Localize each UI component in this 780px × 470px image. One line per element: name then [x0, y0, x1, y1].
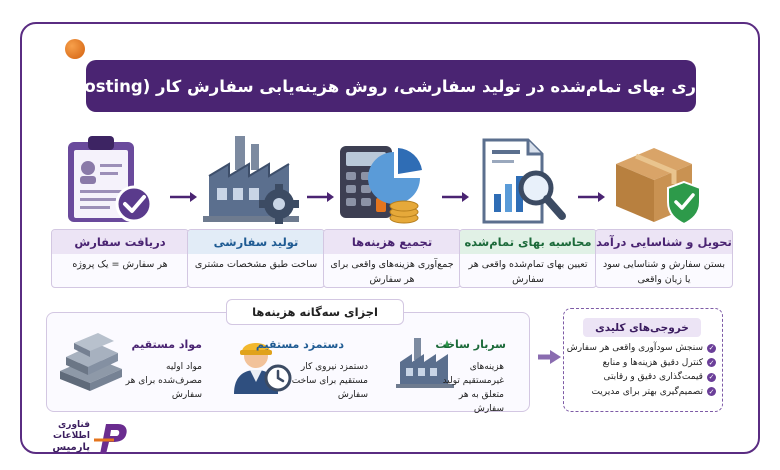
- cost-components-title: اجزای سه‌گانه هزینه‌ها: [226, 299, 404, 325]
- check-bullet-icon: ✓: [707, 358, 716, 368]
- step-description: تعیین بهای تمام‌شده واقعی هر سفارش: [468, 259, 588, 285]
- step-card-delivery-revenue: تحویل و شناسایی درآمد بستن سفارش و شناسا…: [595, 229, 733, 288]
- step-description: بستن سفارش و شناسایی سود یا زیان واقعی: [603, 259, 725, 285]
- list-item: ✓ کنترل دقیق هزینه‌ها و منابع: [570, 356, 716, 371]
- step-title: تجمیع هزینه‌ها: [324, 230, 460, 254]
- list-item: ✓ قیمت‌گذاری دقیق و رقابتی: [570, 370, 716, 385]
- brand-line-3: پارمیس: [52, 442, 90, 453]
- page-title-text: حسابداری بهای تمام‌شده در تولید سفارشی، …: [29, 76, 753, 96]
- box-shield-icon: [616, 148, 701, 226]
- brand-logo: فناوری اطلاعات پارمیس: [34, 418, 134, 458]
- arrow-right-icon: [442, 192, 469, 202]
- list-item: ✓ تصمیم‌گیری بهتر برای مدیریت: [570, 385, 716, 400]
- component-direct-materials-desc: مواد اولیه مصرف‌شده برای هر سفارش: [125, 362, 202, 400]
- brand-mark-icon: [94, 424, 127, 454]
- report-magnifier-icon: [482, 138, 566, 224]
- steel-beams-icon: [60, 333, 122, 391]
- step-title: دریافت سفارش: [52, 230, 188, 254]
- cost-components-panel: [46, 312, 530, 412]
- key-outputs-title: خروجی‌های کلیدی: [583, 318, 701, 337]
- component-direct-materials-title: مواد مستقیم: [131, 338, 202, 351]
- step-card-receive-order: دریافت سفارش هر سفارش = یک پروژه: [51, 229, 189, 288]
- list-item-text: قیمت‌گذاری دقیق و رقابتی: [603, 372, 703, 383]
- factory-gear-icon: [203, 136, 299, 224]
- list-item-text: سنجش سودآوری واقعی هر سفارش: [566, 343, 703, 354]
- step-card-custom-production: تولید سفارشی ساخت طبق مشخصات مشتری: [187, 229, 325, 288]
- factory-icon: [396, 338, 454, 388]
- worker-clock-icon: [234, 343, 292, 394]
- clipboard-check-icon: [68, 136, 153, 223]
- arrow-right-icon: [170, 192, 197, 202]
- list-item: ✓ سنجش سودآوری واقعی هر سفارش: [566, 341, 716, 356]
- component-direct-labor-title: دستمزد مستقیم: [255, 338, 344, 351]
- list-item-text: تصمیم‌گیری بهتر برای مدیریت: [591, 386, 703, 397]
- key-outputs-list: ✓ سنجش سودآوری واقعی هر سفارش ✓ کنترل دقیق…: [566, 341, 716, 400]
- component-direct-labor-desc: دستمزد نیروی کار مستقیم برای ساخت سفارش: [291, 362, 368, 400]
- brand-line-2: اطلاعات: [53, 431, 90, 441]
- component-overhead-title: سربار ساخت: [435, 338, 506, 351]
- step-description: جمع‌آوری هزینه‌های واقعی برای هر سفارش: [330, 259, 454, 285]
- arrow-right-icon: [538, 350, 561, 364]
- step-card-cost-accumulation: تجمیع هزینه‌ها جمع‌آوری هزینه‌های واقعی …: [323, 229, 461, 288]
- page-title: حسابداری بهای تمام‌شده در تولید سفارشی، …: [30, 60, 752, 112]
- step-card-cost-calculation: محاسبه بهای تمام‌شده تعیین بهای تمام‌شده…: [459, 229, 597, 288]
- component-overhead-desc: هزینه‌های غیرمستقیم تولید متعلق به هر سف…: [442, 362, 504, 414]
- check-bullet-icon: ✓: [707, 372, 716, 382]
- orange-dot-icon: [65, 39, 85, 59]
- step-title: محاسبه بهای تمام‌شده: [460, 230, 596, 254]
- arrow-right-icon: [307, 192, 334, 202]
- calculator-coins-icon: [340, 146, 422, 224]
- step-description: ساخت طبق مشخصات مشتری: [194, 259, 318, 270]
- check-bullet-icon: ✓: [707, 343, 716, 353]
- step-description: هر سفارش = یک پروژه: [72, 259, 168, 270]
- list-item-text: کنترل دقیق هزینه‌ها و منابع: [602, 357, 703, 368]
- brand-line-1: فناوری: [58, 420, 90, 430]
- check-bullet-icon: ✓: [707, 387, 716, 397]
- step-title: تحویل و شناسایی درآمد: [596, 230, 732, 254]
- step-title: تولید سفارشی: [188, 230, 324, 254]
- arrow-right-icon: [578, 192, 605, 202]
